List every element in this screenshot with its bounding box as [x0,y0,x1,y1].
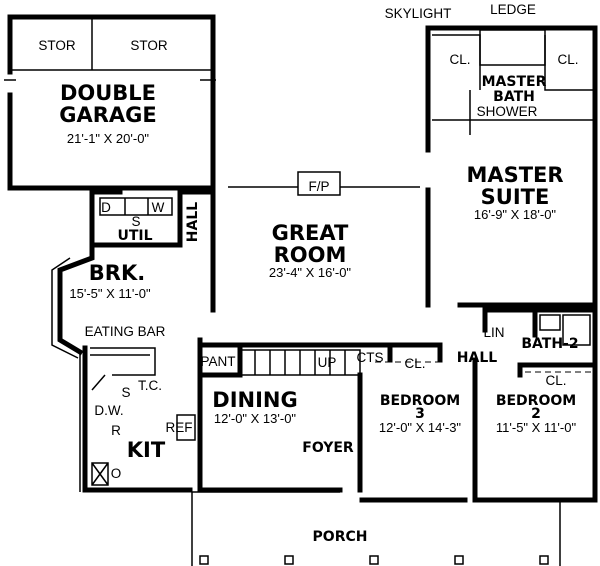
bedroom-3-dims: 12'-0" X 14'-3" [379,420,462,435]
trash-compactor-label: T.C. [138,378,162,393]
skylight-label: SKYLIGHT [385,6,452,21]
master-suite-label: SUITE [481,185,550,209]
stor-label: STOR [38,38,76,53]
shower-label: SHOWER [477,104,538,119]
garage-label: GARAGE [59,103,157,127]
closet-label: CL. [404,356,425,371]
bedroom-3-label: 3 [415,406,425,422]
master-suite-label: MASTER [466,163,563,187]
great-room-dims: 23'-4" X 16'-0" [269,265,352,280]
hall-label: HALL [457,350,497,366]
garage-dims: 21'-1" X 20'-0" [67,131,150,146]
dryer-label: D [101,200,111,215]
master-bath-label: BATH [493,89,535,105]
bath-2-label: BATH-2 [521,336,578,352]
breakfast-label: BRK. [89,261,145,285]
closet-label: CL. [449,52,470,67]
util-label: UTIL [117,228,152,244]
great-room-label: ROOM [274,243,347,267]
kitchen-label: KIT [127,438,166,462]
bedroom-3-label: BEDROOM [380,393,460,409]
dishwasher-label: D.W. [94,403,123,418]
room-labels: STOR STOR DOUBLE GARAGE 21'-1" X 20'-0" … [38,2,578,545]
pantry-label: PANT [200,354,235,369]
eating-bar-label: EATING BAR [85,324,166,339]
bedroom-2-label: 2 [531,406,541,422]
hall-label: HALL [185,202,201,242]
great-room-label: GREAT [272,221,349,245]
range-label: R [111,423,121,438]
cts-label: CTS [357,350,384,365]
closet-label: CL. [557,52,578,67]
refrigerator-label: REF [166,420,193,435]
garage-label: DOUBLE [60,81,156,105]
bedroom-2-dims: 11'-5" X 11'-0" [496,420,577,435]
walls [4,14,598,566]
bedroom-2-label: BEDROOM [496,393,576,409]
closet-label: CL. [545,373,566,388]
stairs-up-label: UP [318,355,337,370]
washer-label: W [152,200,165,215]
stor-label: STOR [130,38,168,53]
dining-dims: 12'-0" X 13'-0" [214,411,297,426]
dining-label: DINING [212,388,297,412]
porch-label: PORCH [313,529,368,545]
fireplace-label: F/P [308,179,329,194]
sink-label: S [131,214,140,229]
breakfast-dims: 15'-5" X 11'-0" [69,286,151,301]
master-suite-dims: 16'-9" X 18'-0" [474,207,557,222]
linen-label: LIN [483,325,504,340]
foyer-label: FOYER [302,440,354,456]
ledge-label: LEDGE [490,2,536,17]
oven-label: O [111,466,122,481]
master-bath-label: MASTER [482,74,547,90]
sink-label: S [121,385,130,400]
